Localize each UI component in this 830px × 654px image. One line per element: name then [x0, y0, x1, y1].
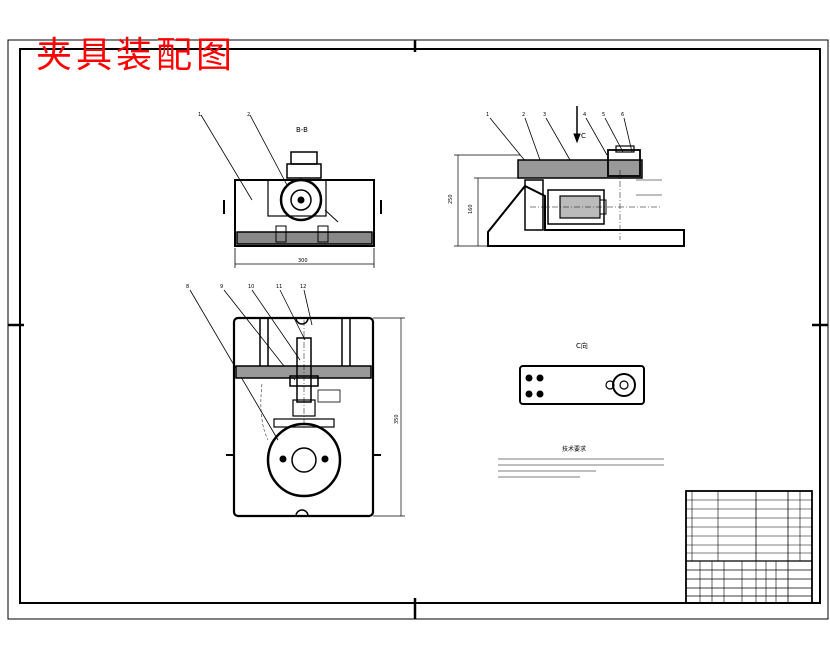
front-view: B-B 1 2 300 — [198, 112, 382, 268]
side-view-balloon-4: 4 — [583, 112, 586, 118]
top-view-balloon-11: 11 — [276, 284, 282, 290]
detail-view-c: C向 — [519, 341, 645, 405]
title-block — [685, 490, 813, 604]
side-view-inner-height: 160 — [468, 204, 474, 214]
front-view-section-label: B-B — [296, 126, 308, 134]
tech-requirements-heading: 技术要求 — [562, 445, 586, 453]
side-view: 1 2 3 4 5 6 C 250 — [448, 106, 685, 247]
side-view-arrow-label: C — [581, 132, 586, 140]
side-view-balloon-1: 1 — [486, 112, 489, 118]
sheet-frame — [7, 39, 829, 620]
detail-view-label: C向 — [576, 341, 588, 350]
tech-requirements: 技术要求 — [498, 445, 664, 478]
top-view-balloon-12: 12 — [300, 284, 306, 290]
top-view-balloon-10: 10 — [248, 284, 254, 290]
top-view: 8 9 10 11 12 — [186, 284, 405, 518]
side-view-balloon-2: 2 — [522, 112, 525, 118]
top-view-balloon-8: 8 — [186, 284, 189, 290]
top-view-height-dim: 350 — [394, 414, 400, 424]
side-view-outer-height: 250 — [448, 194, 454, 204]
front-view-width-dim: 300 — [298, 258, 308, 264]
front-view-balloon-2: 2 — [247, 112, 250, 118]
drawing-title-overlay: 夹具装配图 — [36, 35, 237, 76]
side-view-balloon-3: 3 — [543, 112, 546, 118]
side-view-balloon-5: 5 — [602, 112, 605, 118]
top-view-balloon-9: 9 — [220, 284, 223, 290]
front-view-balloon-1: 1 — [198, 112, 201, 118]
side-view-balloon-6: 6 — [621, 112, 624, 118]
